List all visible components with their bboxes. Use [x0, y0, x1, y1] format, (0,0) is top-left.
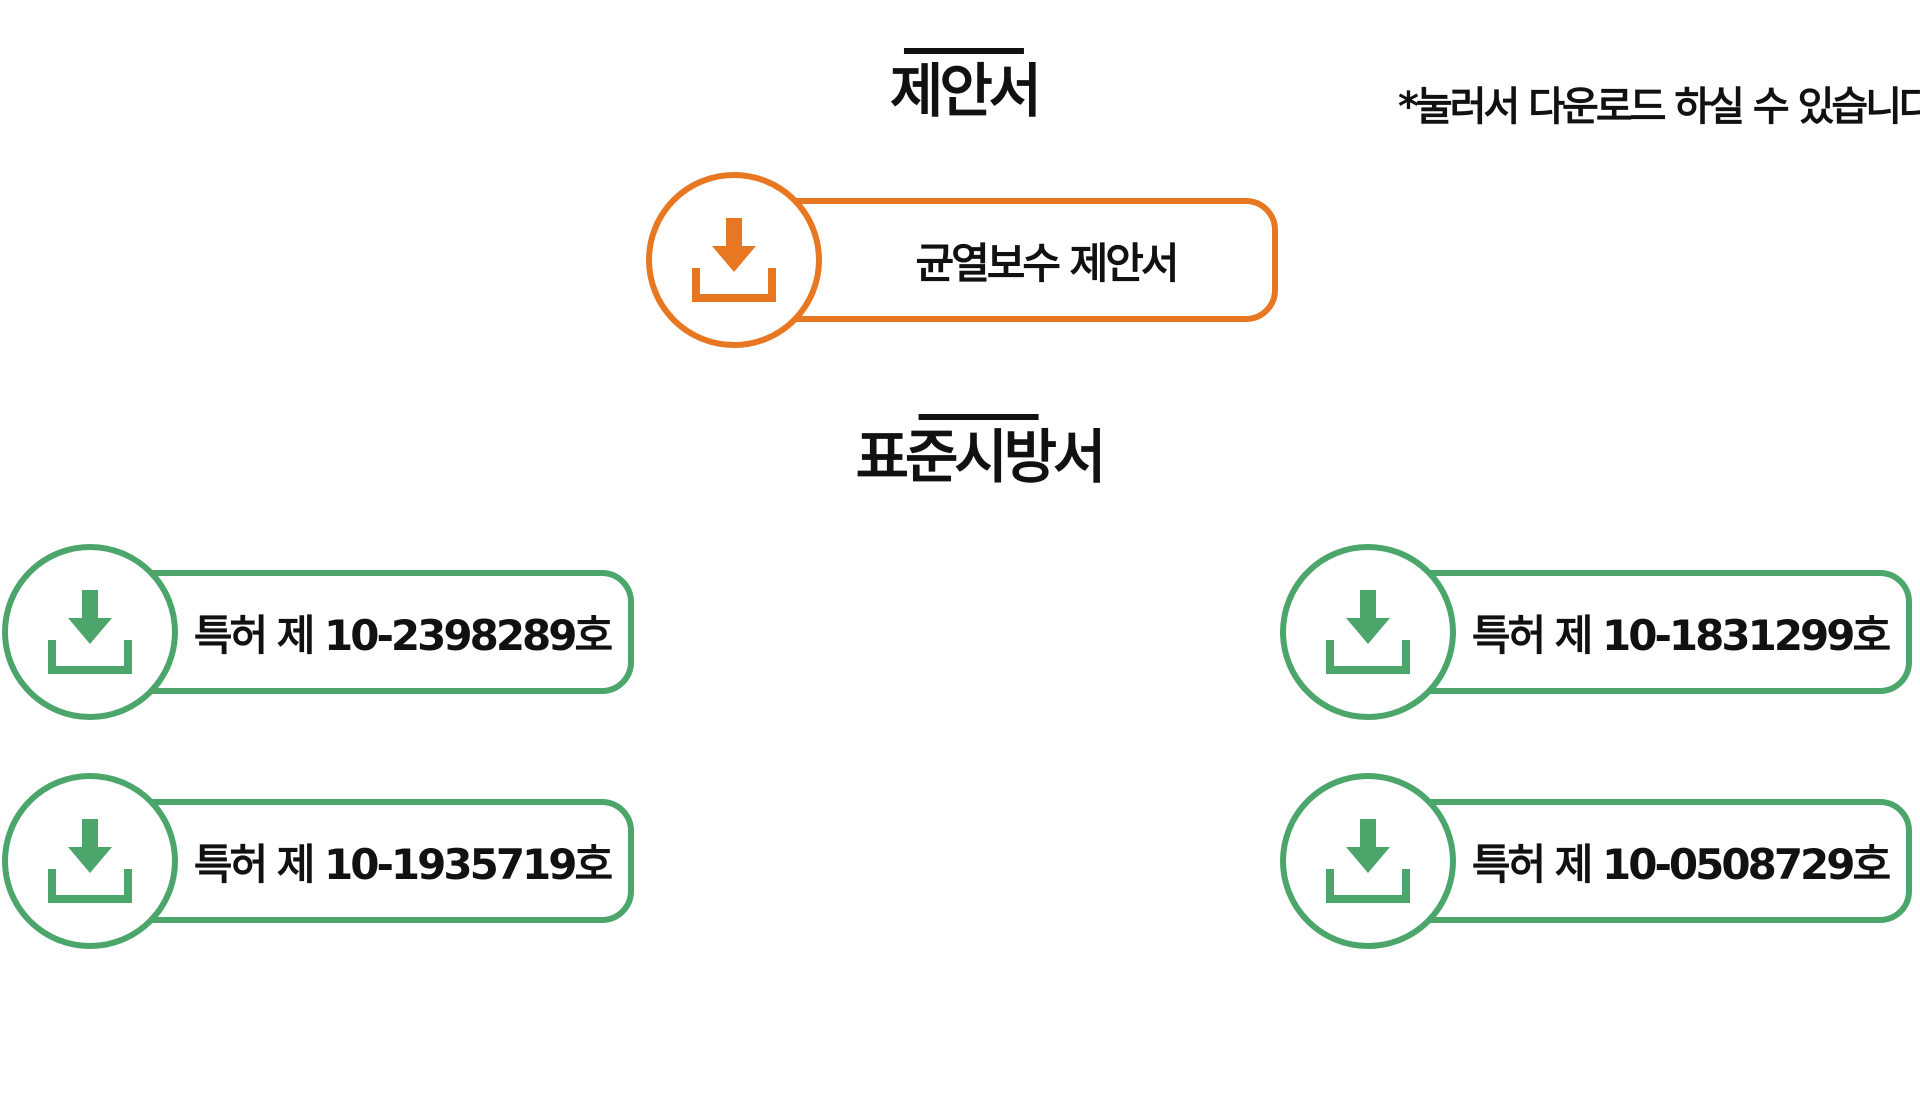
patent-download-button-1831299[interactable]: 특허 제 10-1831299호: [1278, 542, 1918, 722]
download-hint: *눌러서 다운로드 하실 수 있습니다.: [1398, 84, 1920, 130]
download-circle: [2, 544, 178, 720]
standard-spec-section-heading: 표준시방서: [855, 414, 1107, 491]
proposal-download-label: 균열보수 제안서: [915, 238, 1179, 288]
download-icon: [692, 218, 776, 302]
download-icon: [48, 819, 132, 903]
proposal-download-button[interactable]: 균열보수 제안서: [644, 170, 1284, 350]
heading-rule: [919, 414, 1039, 420]
download-circle: [1280, 544, 1456, 720]
patent-download-button-2398289[interactable]: 특허 제 10-2398289호: [0, 542, 640, 722]
patent-download-label: 특허 제 10-1831299호: [1471, 610, 1891, 660]
download-icon: [48, 590, 132, 674]
patent-download-label: 특허 제 10-0508729호: [1471, 839, 1891, 889]
patent-download-button-1935719[interactable]: 특허 제 10-1935719호: [0, 771, 640, 951]
button-pill: 특허 제 10-0508729호: [1398, 799, 1912, 923]
patent-download-button-0508729[interactable]: 특허 제 10-0508729호: [1278, 771, 1918, 951]
button-pill: 특허 제 10-2398289호: [120, 570, 634, 694]
download-circle: [646, 172, 822, 348]
standard-spec-title: 표준시방서: [855, 423, 1107, 491]
button-pill: 특허 제 10-1831299호: [1398, 570, 1912, 694]
download-icon: [1326, 819, 1410, 903]
heading-rule: [904, 48, 1024, 54]
patent-download-label: 특허 제 10-1935719호: [193, 839, 613, 889]
download-icon: [1326, 590, 1410, 674]
proposal-section-heading: 제안서: [889, 48, 1042, 125]
patent-download-label: 특허 제 10-2398289호: [193, 610, 613, 660]
proposal-title: 제안서: [889, 57, 1042, 125]
button-pill: 특허 제 10-1935719호: [120, 799, 634, 923]
download-circle: [2, 773, 178, 949]
button-pill: 균열보수 제안서: [764, 198, 1278, 322]
download-circle: [1280, 773, 1456, 949]
